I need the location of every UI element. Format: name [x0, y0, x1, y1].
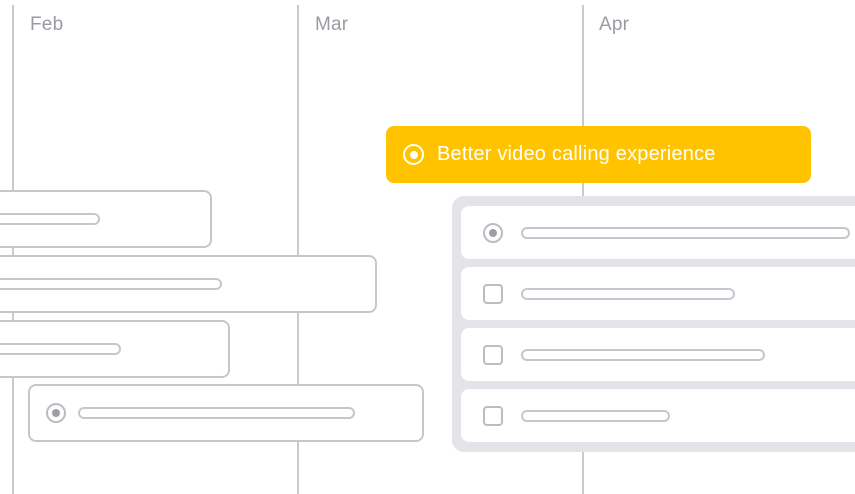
feature-tooltip: Better video calling experience	[386, 126, 811, 183]
target-icon	[403, 144, 424, 165]
checklist-item[interactable]	[461, 389, 855, 442]
target-icon	[483, 223, 503, 243]
timeline-bar-selected[interactable]	[28, 384, 424, 442]
month-label-mar: Mar	[315, 14, 349, 35]
checkbox[interactable]	[483, 284, 503, 304]
item-title-placeholder	[521, 410, 670, 422]
month-label-feb: Feb	[30, 14, 64, 35]
item-title-placeholder	[521, 349, 765, 361]
bar-title-placeholder	[0, 278, 222, 290]
month-divider-mar	[297, 5, 299, 494]
bar-title-placeholder	[78, 407, 355, 419]
timeline-bar[interactable]	[0, 190, 212, 248]
item-title-placeholder	[521, 227, 850, 239]
target-icon	[46, 403, 66, 423]
checkbox[interactable]	[483, 345, 503, 365]
timeline-bar[interactable]	[0, 320, 230, 378]
timeline-bar[interactable]	[0, 255, 377, 313]
checklist-item[interactable]	[461, 267, 855, 320]
item-title-placeholder	[521, 288, 735, 300]
bar-title-placeholder	[0, 343, 121, 355]
month-label-apr: Apr	[599, 14, 630, 35]
bar-title-placeholder	[0, 213, 100, 225]
checklist-item[interactable]	[461, 328, 855, 381]
tooltip-title: Better video calling experience	[437, 143, 716, 165]
checklist-item[interactable]	[461, 206, 855, 259]
checkbox[interactable]	[483, 406, 503, 426]
month-divider-feb	[12, 5, 14, 494]
